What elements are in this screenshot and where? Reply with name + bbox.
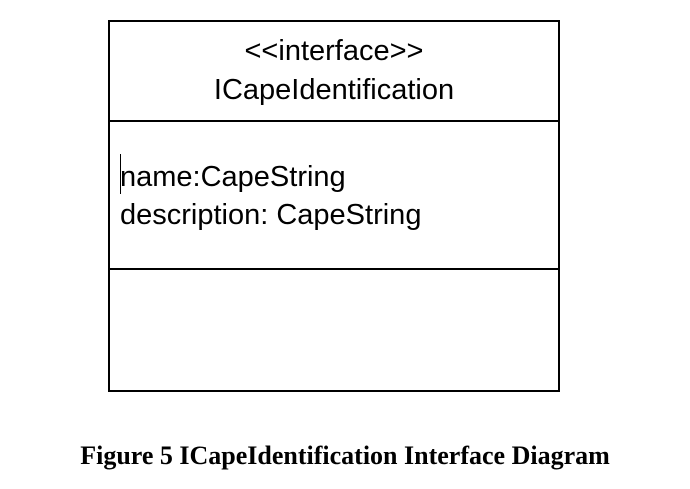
figure-caption: Figure 5 ICapeIdentification Interface D… [80, 441, 610, 470]
class-name-label: ICapeIdentification [213, 74, 455, 106]
attribute-description: description: CapeString [120, 199, 422, 231]
stereotype-label: <<interface>> [244, 35, 424, 67]
attribute-list: name:CapeString description: CapeString [120, 158, 421, 234]
text-cursor [120, 154, 121, 194]
attributes-compartment: name:CapeString description: CapeString [110, 122, 558, 270]
attribute-name: name:CapeString [120, 161, 346, 193]
uml-class-box: <<interface>> ICapeIdentification name:C… [108, 20, 560, 392]
class-header-compartment: <<interface>> ICapeIdentification [110, 22, 558, 122]
operations-compartment [110, 270, 558, 390]
